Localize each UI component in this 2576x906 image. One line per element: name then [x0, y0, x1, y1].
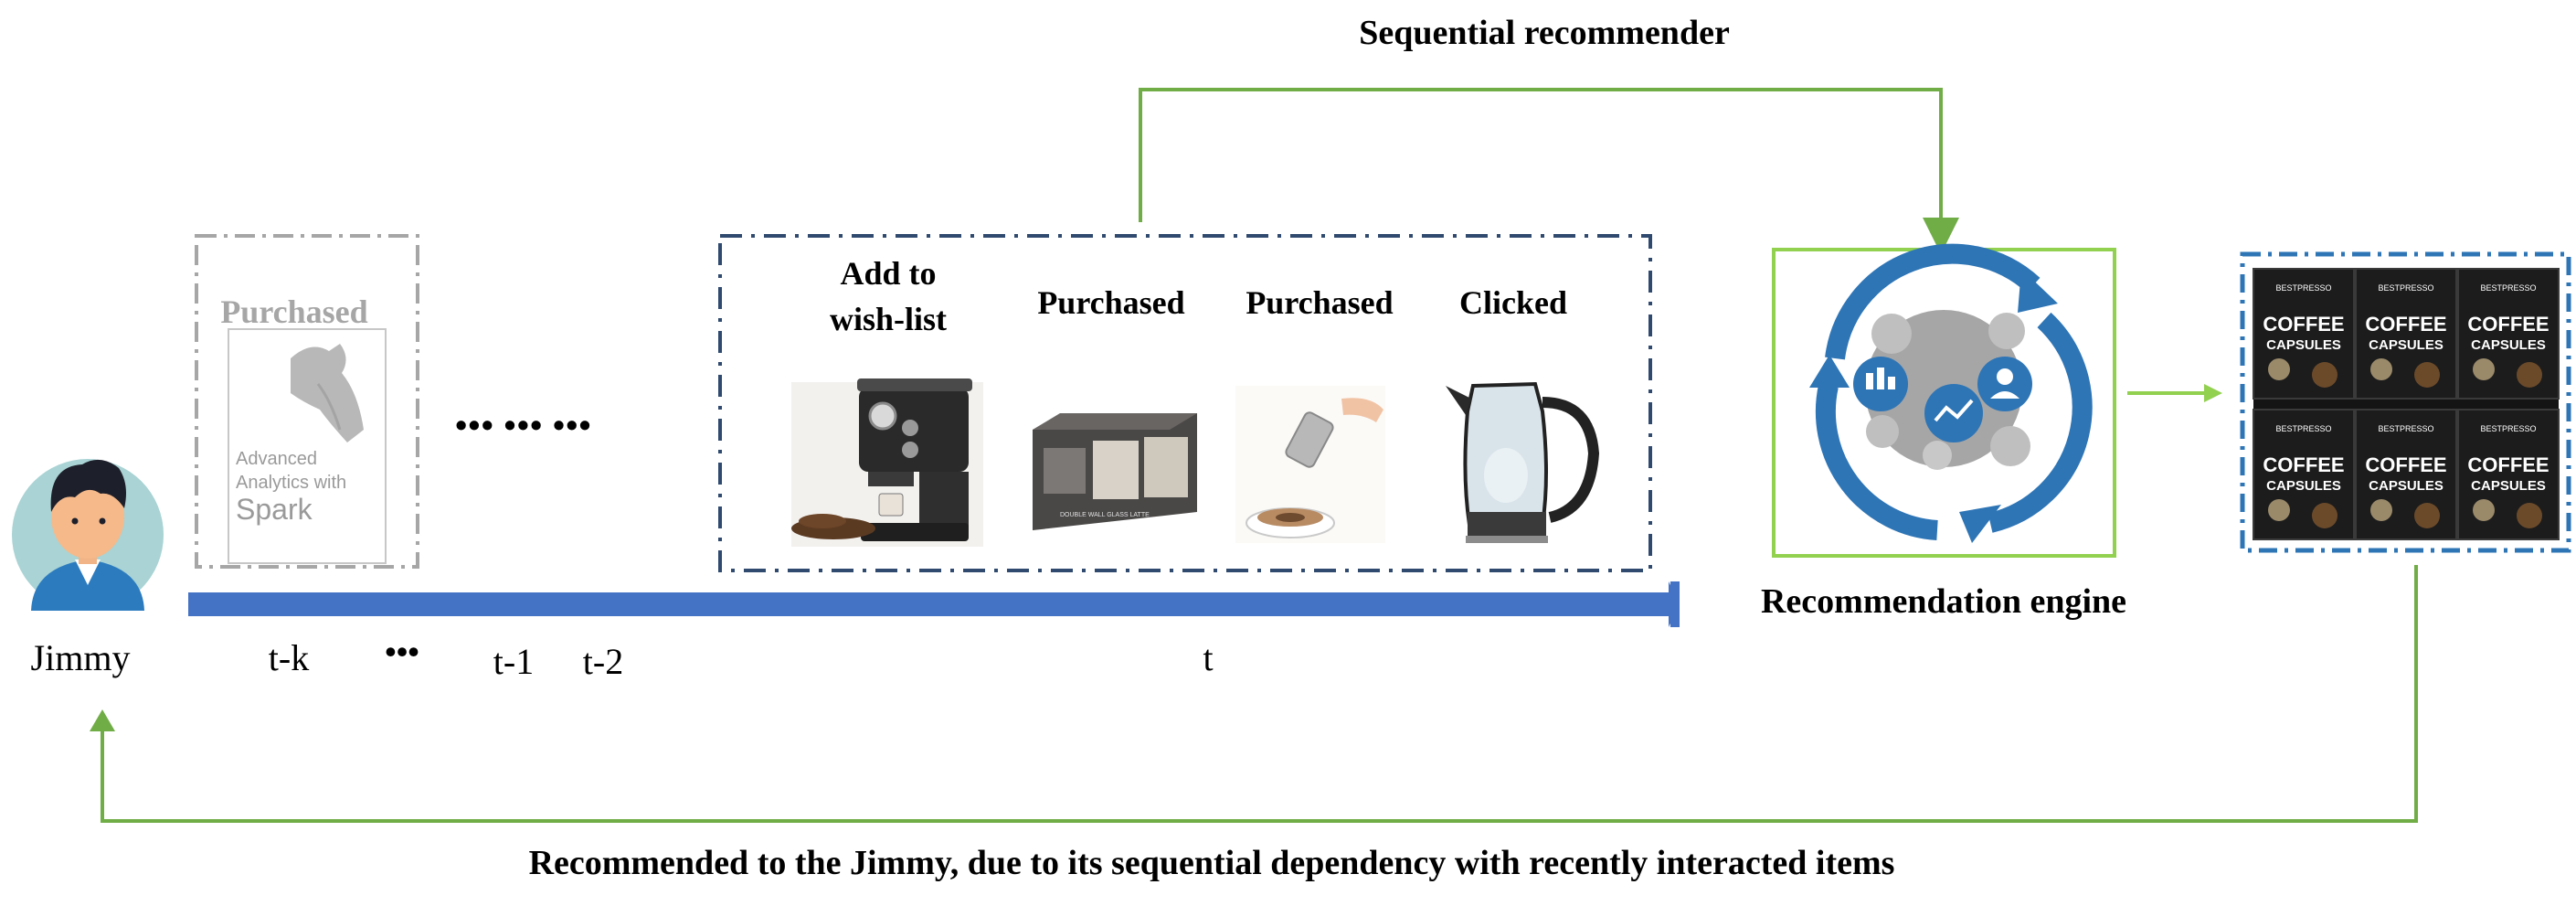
- recent-action-label-1b: wish-list: [829, 301, 948, 337]
- glass-box-caption: DOUBLE WALL GLASS LATTE: [1060, 512, 1150, 518]
- capsule-brand: BESTPRESSO: [2378, 424, 2433, 433]
- recent-items-frame: [718, 234, 1652, 572]
- engine-label: Recommendation engine: [1760, 582, 2127, 621]
- timeline-tick-t-2: t-2: [582, 641, 624, 682]
- timeline-arrow-tip: [1669, 581, 1680, 627]
- recent-action-label-4: Clicked: [1458, 284, 1568, 321]
- feedback-caption: Recommended to the Jimmy, due to its seq…: [528, 844, 1895, 882]
- kettle-icon: [1446, 381, 1600, 543]
- book-title-line1: Advanced: [236, 449, 317, 469]
- top-connector-arrow: [1139, 88, 1959, 254]
- recent-action-label-2: Purchased: [1037, 284, 1185, 321]
- recommended-frame: [2240, 251, 2571, 553]
- timeline-tick-t-k: t-k: [268, 637, 310, 678]
- capsule-line1: COFFEE: [2263, 313, 2344, 336]
- espresso-machine-icon: [791, 378, 983, 547]
- timeline-tick-t-1: t-1: [493, 641, 535, 682]
- capsule-line2: CAPSULES: [2471, 337, 2546, 353]
- timeline-tick-dots: •••: [385, 634, 419, 670]
- recent-action-label-3: Purchased: [1246, 284, 1394, 321]
- capsule-line1: COFFEE: [2467, 313, 2549, 336]
- timeline-bar: [188, 592, 1673, 616]
- capsule-brand: BESTPRESSO: [2480, 424, 2536, 433]
- capsule-line2: CAPSULES: [2471, 478, 2546, 494]
- feedback-connector-arrow: [101, 565, 2418, 823]
- book-title-line3: Spark: [236, 493, 313, 526]
- capsule-line2: CAPSULES: [2369, 478, 2443, 494]
- capsule-line1: COFFEE: [2365, 313, 2446, 336]
- engine-cycle-icon: [1809, 243, 2093, 543]
- capsule-brand: BESTPRESSO: [2275, 424, 2331, 433]
- capsule-brand: BESTPRESSO: [2480, 283, 2536, 293]
- book-title-line2: Analytics with: [236, 473, 346, 493]
- cocoa-shaker-icon: [1235, 386, 1385, 543]
- capsule-line1: COFFEE: [2365, 453, 2446, 476]
- capsule-brand: BESTPRESSO: [2378, 283, 2433, 293]
- history-ellipsis: ••• ••• •••: [455, 407, 592, 445]
- coffee-capsules-icon: [2253, 268, 2560, 540]
- capsule-line1: COFFEE: [2263, 453, 2344, 476]
- book-cover-icon: [228, 328, 387, 564]
- user-name: Jimmy: [30, 637, 131, 678]
- capsule-line2: CAPSULES: [2266, 337, 2341, 353]
- capsule-line2: CAPSULES: [2266, 478, 2341, 494]
- capsule-line1: COFFEE: [2467, 453, 2549, 476]
- timeline-tick-t: t: [1203, 637, 1214, 678]
- capsule-brand: BESTPRESSO: [2275, 283, 2331, 293]
- glass-box-icon: [1033, 413, 1197, 530]
- diagram-title: Sequential recommender: [1359, 14, 1730, 52]
- capsule-line2: CAPSULES: [2369, 337, 2443, 353]
- recent-action-label-1: Add to: [840, 255, 937, 292]
- history-item-frame: [195, 234, 419, 569]
- user-avatar-icon: [12, 459, 164, 611]
- history-action-label: Purchased: [220, 293, 368, 330]
